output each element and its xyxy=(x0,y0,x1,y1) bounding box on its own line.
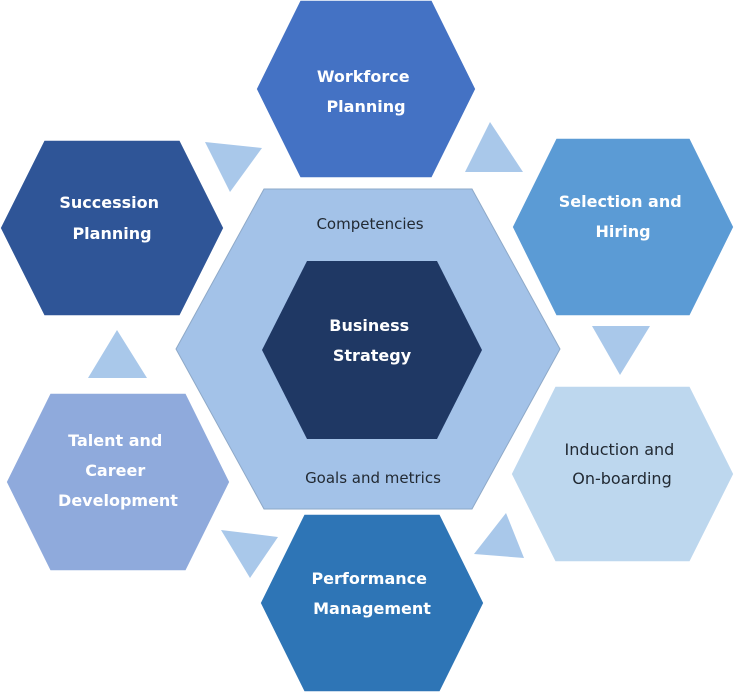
hex-shape xyxy=(255,0,477,179)
hex-selection-and-hiring: Selection and Hiring xyxy=(511,137,735,317)
label-line: Career xyxy=(85,461,145,480)
hex-talent-and-career-development: Talent and Career Development xyxy=(5,392,231,572)
hex-shape xyxy=(5,392,231,572)
label-line: Induction and xyxy=(565,440,675,459)
label-line: Planning xyxy=(326,97,405,116)
hex-label-selection-and-hiring: Selection and Hiring xyxy=(559,192,688,241)
hex-shape xyxy=(510,385,735,563)
arrow-succession-to-workforce xyxy=(205,142,262,192)
arrow-selection-to-induction xyxy=(592,326,650,375)
arrow-induction-to-performance xyxy=(474,513,524,558)
core-label: Business Strategy xyxy=(329,316,414,365)
hex-performance-management: Performance Management xyxy=(259,513,485,693)
ring-bottom-label: Goals and metrics xyxy=(305,469,441,487)
label-line: On-boarding xyxy=(572,469,671,488)
hex-label-induction-and-onboarding: Induction and On-boarding xyxy=(565,440,680,488)
ring-top-label: Competencies xyxy=(316,215,423,233)
hex-succession-planning: Succession Planning xyxy=(0,139,225,317)
arrow-workforce-to-selection xyxy=(465,122,523,172)
label-line: Performance xyxy=(311,569,427,588)
hex-label-succession-planning: Succession Planning xyxy=(59,193,164,243)
hex-label-workforce-planning: Workforce Planning xyxy=(317,67,415,116)
label-line: Management xyxy=(313,599,431,618)
arrow-talent-to-succession xyxy=(88,330,147,378)
center-core: Business Strategy xyxy=(262,261,482,439)
hex-workforce-planning: Workforce Planning xyxy=(255,0,477,179)
label-line: Talent and xyxy=(68,431,162,450)
label-line: Business xyxy=(329,316,409,335)
hex-shape xyxy=(259,513,485,693)
label-line: Strategy xyxy=(333,346,412,365)
cycle-arrows xyxy=(88,122,650,578)
hex-label-talent-and-career-development: Talent and Career Development xyxy=(58,431,178,510)
label-line: Selection and xyxy=(559,192,682,211)
label-line: Succession xyxy=(59,193,159,212)
label-line: Development xyxy=(58,491,178,510)
arrow-performance-to-talent xyxy=(221,530,278,578)
label-line: Planning xyxy=(72,224,151,243)
hex-shape xyxy=(511,137,735,317)
hex-induction-and-onboarding: Induction and On-boarding xyxy=(510,385,735,563)
label-line: Hiring xyxy=(595,222,650,241)
hex-shape xyxy=(0,139,225,317)
hex-label-performance-management: Performance Management xyxy=(311,569,432,618)
core-hexagon xyxy=(262,261,482,439)
label-line: Workforce xyxy=(317,67,410,86)
